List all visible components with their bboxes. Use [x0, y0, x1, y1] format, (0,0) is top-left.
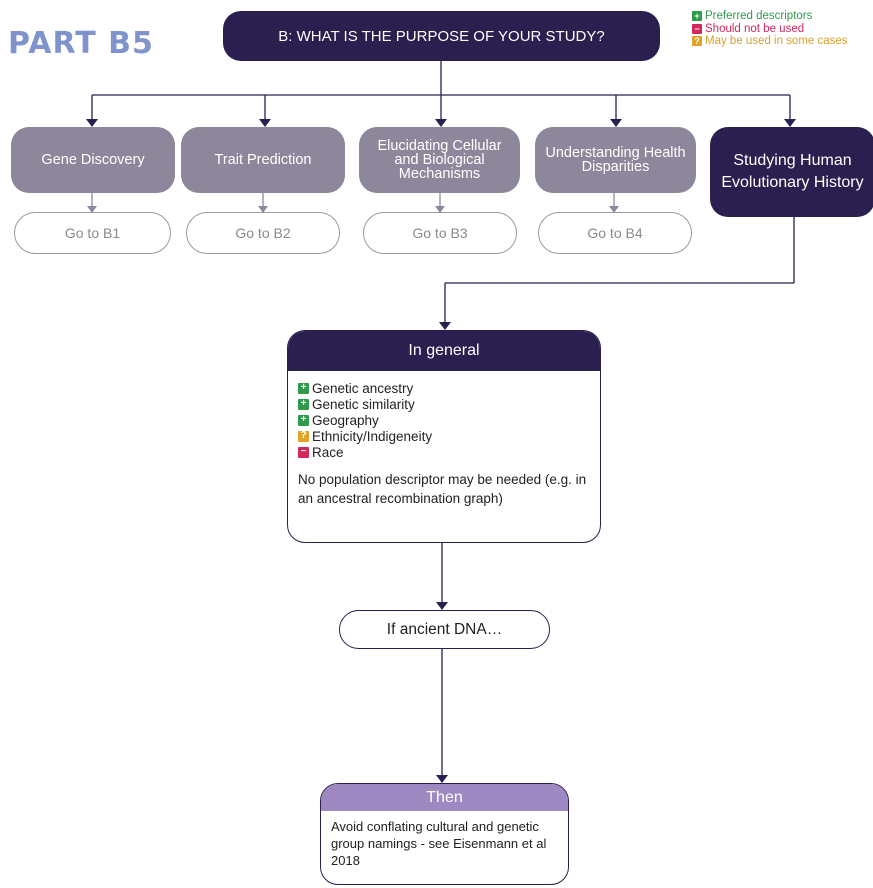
legend-preferred: + Preferred descriptors [692, 10, 848, 23]
question-icon: ? [692, 36, 702, 47]
legend-should-not-label: Should not be used [705, 22, 805, 35]
plus-icon: + [692, 11, 702, 22]
descriptor-label: Ethnicity/Indigeneity [312, 428, 433, 444]
minus-icon: − [692, 23, 702, 34]
descriptor-item: + Geography [298, 412, 590, 428]
goto-b1-button[interactable]: Go to B1 [14, 212, 171, 254]
purpose-trait-prediction[interactable]: Trait Prediction [181, 127, 345, 193]
purpose-health-disparities[interactable]: Understanding Health Disparities [535, 127, 696, 193]
plus-icon: + [298, 398, 309, 410]
in-general-title: In general [288, 331, 600, 371]
descriptor-item: ? Ethnicity/Indigeneity [298, 428, 590, 444]
goto-b2-button[interactable]: Go to B2 [186, 212, 340, 254]
legend: + Preferred descriptors − Should not be … [692, 10, 848, 48]
then-title: Then [321, 784, 568, 811]
then-body: Avoid conflating cultural and genetic gr… [331, 819, 547, 868]
part-label: PART B5 [8, 26, 154, 61]
then-box: Then Avoid conflating cultural and genet… [320, 783, 569, 885]
plus-icon: + [298, 382, 309, 394]
purpose-gene-discovery[interactable]: Gene Discovery [11, 127, 175, 193]
descriptor-item: + Genetic ancestry [298, 380, 590, 396]
descriptor-label: Geography [312, 412, 379, 428]
general-note: No population descriptor may be needed (… [298, 472, 587, 506]
legend-should-not: − Should not be used [692, 23, 848, 36]
plus-icon: + [298, 414, 309, 426]
purpose-evolutionary-history[interactable]: Studying Human Evolutionary History [710, 127, 873, 217]
descriptor-label: Race [312, 444, 344, 460]
descriptor-label: Genetic ancestry [312, 380, 414, 396]
goto-b4-button[interactable]: Go to B4 [538, 212, 692, 254]
question-icon: ? [298, 430, 309, 442]
purpose-cellular-mechanisms[interactable]: Elucidating Cellular and Biological Mech… [359, 127, 520, 193]
descriptor-label: Genetic similarity [312, 396, 415, 412]
descriptor-item: + Genetic similarity [298, 396, 590, 412]
in-general-box: In general + Genetic ancestry + Genetic … [287, 330, 601, 543]
purpose-question: B: WHAT IS THE PURPOSE OF YOUR STUDY? [223, 11, 660, 61]
minus-icon: − [298, 446, 309, 458]
goto-b3-button[interactable]: Go to B3 [363, 212, 517, 254]
descriptor-item: − Race [298, 444, 590, 460]
if-ancient-dna-node[interactable]: If ancient DNA… [339, 610, 550, 649]
legend-maybe: ? May be used in some cases [692, 35, 848, 48]
legend-maybe-label: May be used in some cases [705, 35, 848, 47]
legend-preferred-label: Preferred descriptors [705, 10, 813, 22]
